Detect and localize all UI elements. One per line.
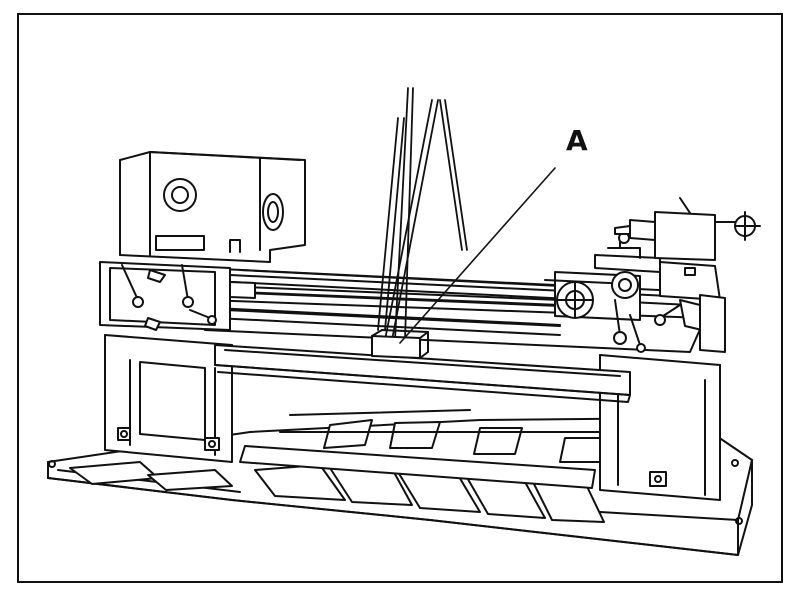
chip-pan xyxy=(214,344,631,403)
left-pedestal xyxy=(104,334,233,463)
skid-planks xyxy=(69,409,605,523)
callout-label-a: A xyxy=(566,124,588,157)
headstock xyxy=(99,151,306,331)
tailstock xyxy=(614,197,761,353)
callout-leader-line xyxy=(399,167,556,344)
lifting-slings xyxy=(377,87,468,341)
lifting-bar xyxy=(371,329,429,359)
